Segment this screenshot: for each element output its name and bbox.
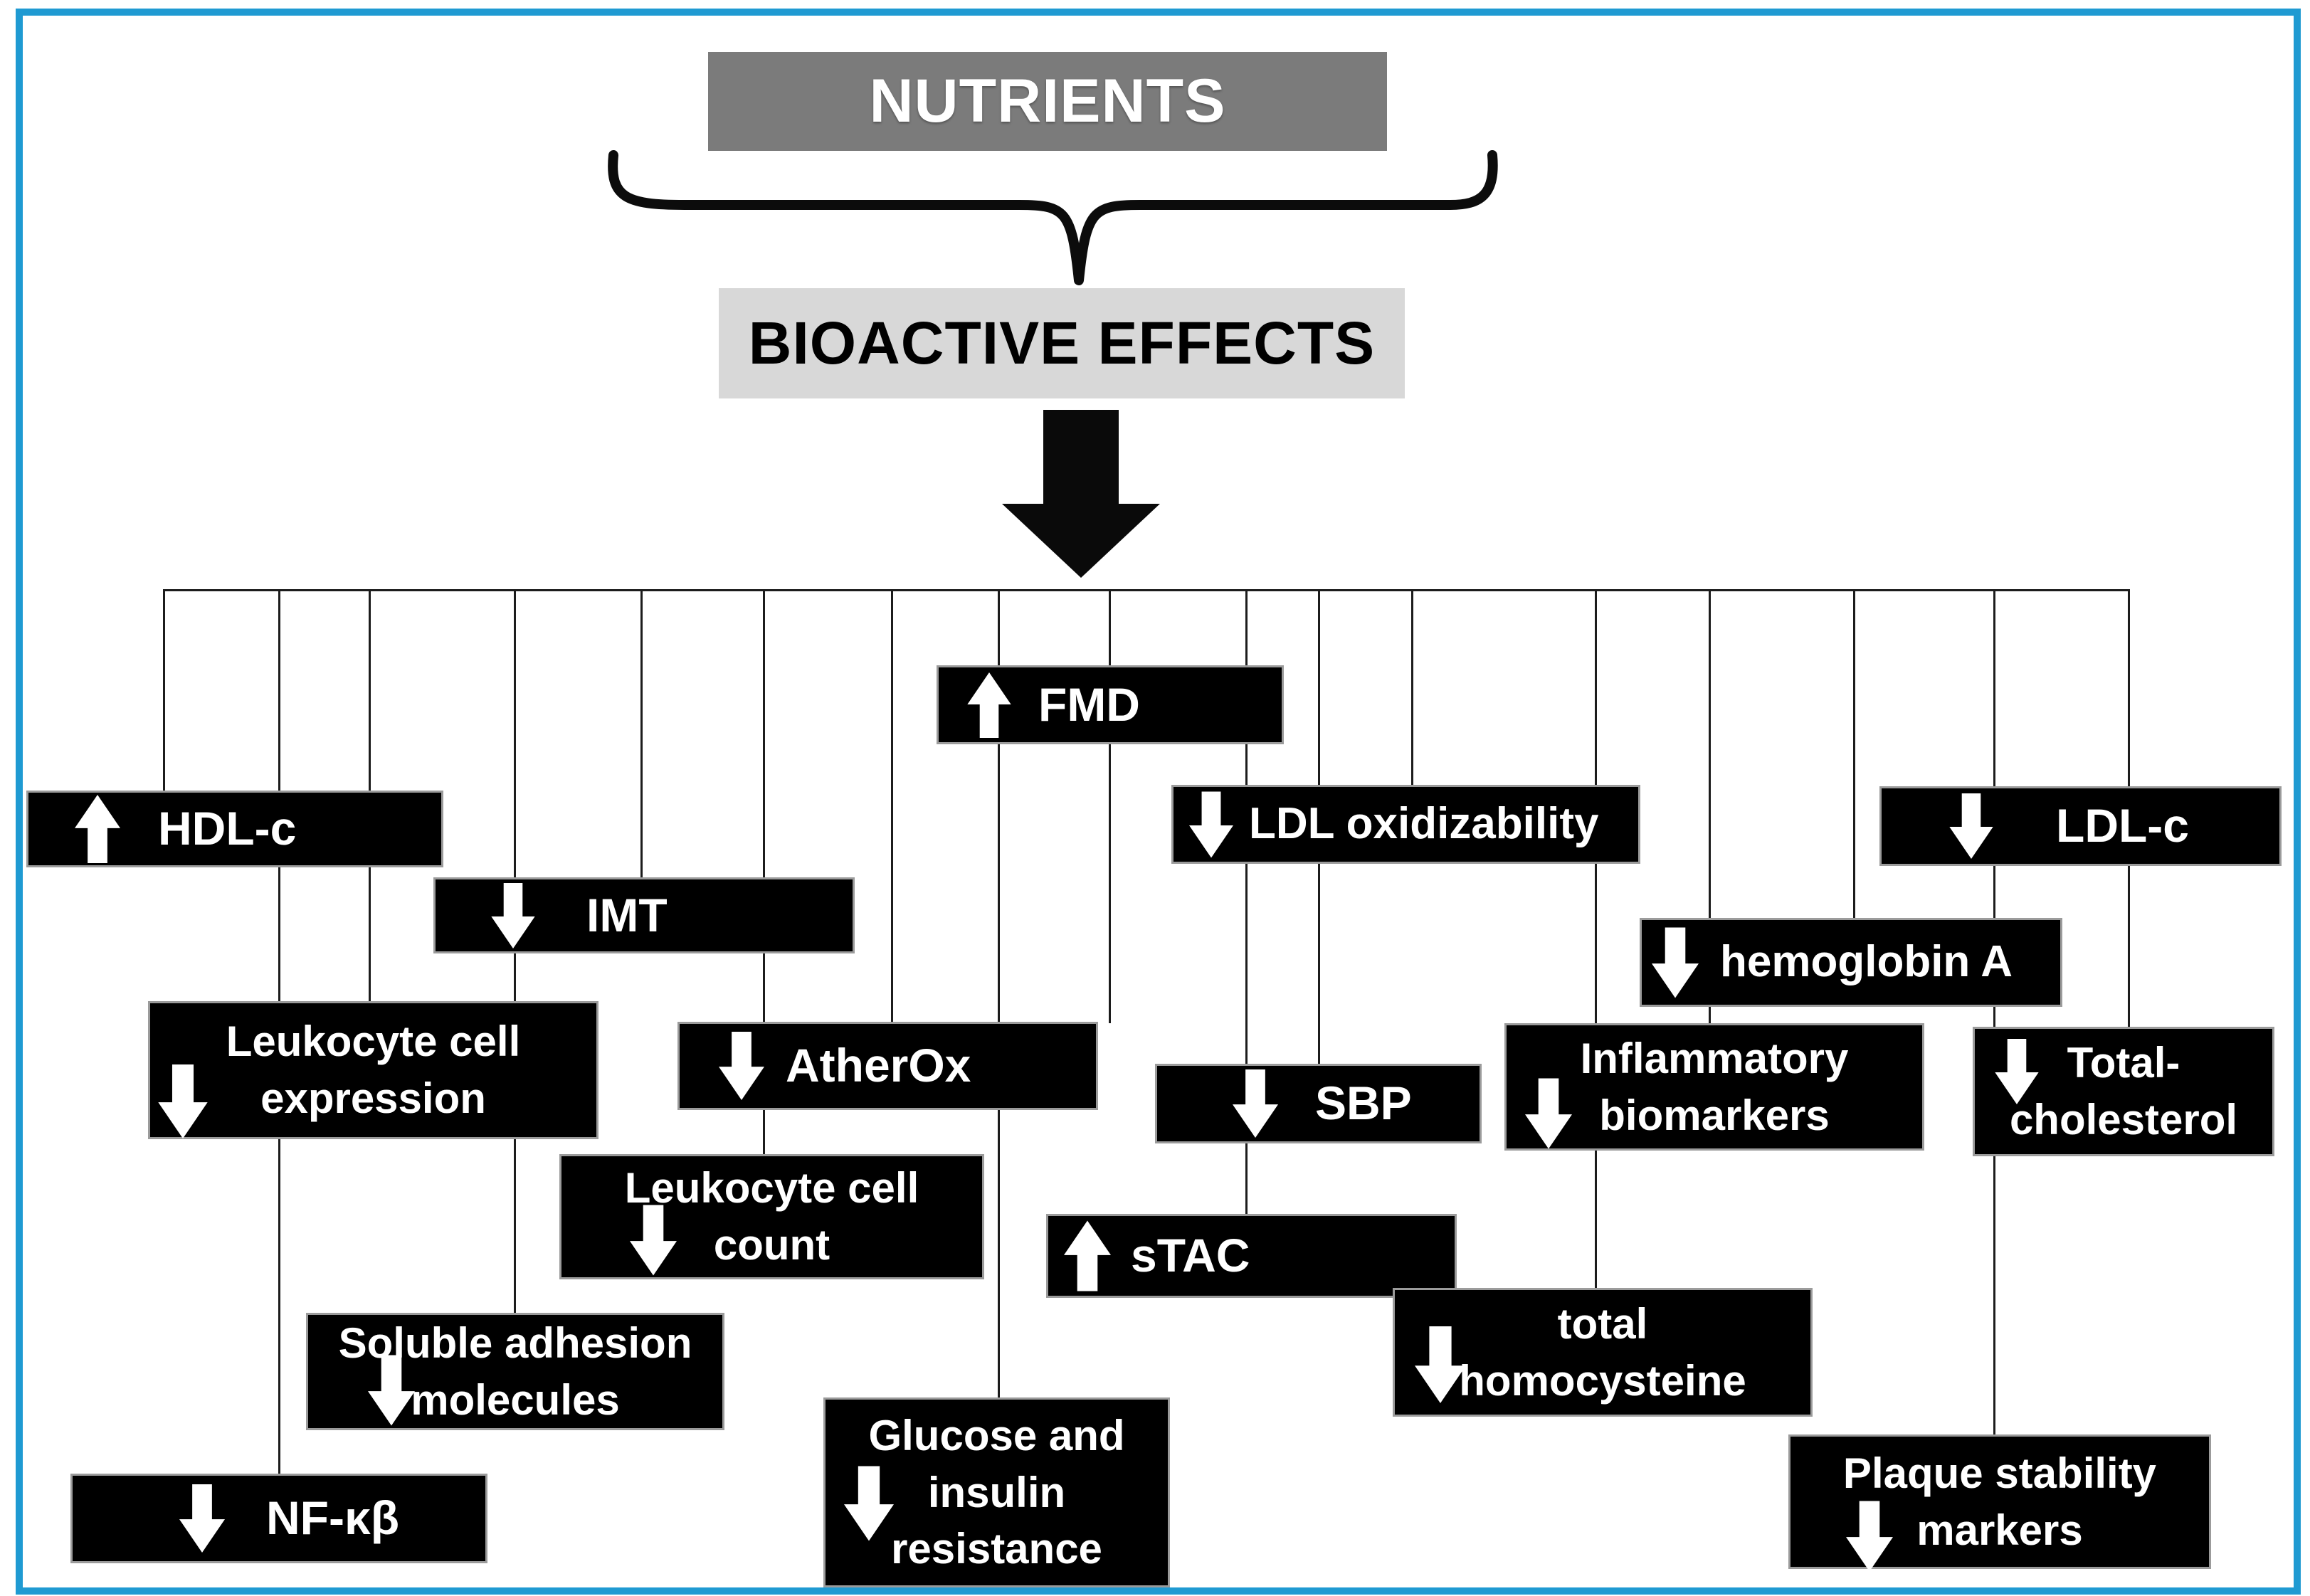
effect-label: HDL-c bbox=[158, 802, 297, 855]
effect-box-hemoglobin-a: hemoglobin A bbox=[1640, 918, 2062, 1007]
effect-label: FMD bbox=[1038, 677, 1140, 731]
up-arrow-icon bbox=[967, 672, 1011, 738]
connector-line bbox=[163, 589, 165, 792]
effect-box-imt: IMT bbox=[433, 877, 855, 953]
curly-brace-icon bbox=[608, 150, 1498, 285]
up-arrow-icon bbox=[1064, 1220, 1111, 1291]
connector-line bbox=[763, 589, 765, 1156]
down-arrow-icon bbox=[1415, 1326, 1466, 1403]
down-arrow-icon bbox=[368, 1355, 415, 1426]
effect-label: Total- cholesterol bbox=[2009, 1039, 2238, 1143]
effect-label: SBP bbox=[1315, 1077, 1412, 1130]
down-arrow-icon bbox=[179, 1484, 225, 1553]
distribution-line bbox=[163, 589, 2129, 591]
effect-label: IMT bbox=[586, 888, 668, 941]
bioactive-effects-box: BIOACTIVE EFFECTS bbox=[719, 288, 1405, 398]
down-arrow-icon bbox=[491, 882, 535, 948]
effect-box-leukocyte-cell-count: Leukocyte cell count bbox=[559, 1154, 984, 1279]
effect-label: NF-κβ bbox=[266, 1491, 400, 1545]
connector-line bbox=[1411, 589, 1413, 787]
down-arrow-icon bbox=[1233, 1069, 1278, 1138]
effect-box-ldl-c: LDL-c bbox=[1879, 786, 2282, 866]
down-arrow-icon bbox=[1995, 1039, 2039, 1104]
down-arrow-icon bbox=[1652, 927, 1699, 998]
effect-label: Plaque stability markers bbox=[1842, 1449, 2157, 1554]
effect-box-ldl-oxidizability: LDL oxidizability bbox=[1171, 785, 1640, 864]
down-arrow-icon bbox=[1525, 1078, 1572, 1149]
effect-box-fmd: FMD bbox=[937, 665, 1284, 744]
down-arrow-icon bbox=[1949, 793, 1993, 859]
connector-line bbox=[1245, 589, 1248, 1215]
effect-box-atherox: AtherOx bbox=[677, 1022, 1098, 1110]
effect-label: Soluble adhesion molecules bbox=[338, 1318, 692, 1424]
down-arrow-icon bbox=[719, 1032, 764, 1100]
connector-line bbox=[1709, 589, 1711, 1025]
effect-box-total-homocysteine: total homocysteine bbox=[1393, 1288, 1813, 1417]
effect-label: total homocysteine bbox=[1459, 1299, 1746, 1405]
connector-line bbox=[891, 589, 893, 1023]
effect-label: hemoglobin A bbox=[1720, 937, 2013, 987]
effect-box-sbp: SBP bbox=[1155, 1064, 1482, 1143]
effect-label: LDL oxidizability bbox=[1249, 799, 1599, 849]
effect-label: Glucose and insulin resistance bbox=[868, 1411, 1125, 1573]
nutrients-label: NUTRIENTS bbox=[869, 67, 1226, 135]
effect-label: sTAC bbox=[1131, 1229, 1250, 1282]
connector-line bbox=[1595, 589, 1597, 1290]
down-arrow-icon bbox=[158, 1064, 208, 1138]
connector-line bbox=[1853, 589, 1855, 920]
effect-box-leukocyte-cell-expression: Leukocyte cell expression bbox=[148, 1001, 598, 1139]
effect-box-stac: sTAC bbox=[1046, 1214, 1457, 1298]
outer-border bbox=[16, 9, 2301, 1595]
effect-box-nf-kb: NF-κβ bbox=[70, 1474, 487, 1563]
effect-box-inflammatory-biomarkers: Inflammatory biomarkers bbox=[1504, 1023, 1924, 1151]
connector-line bbox=[1993, 589, 1995, 1436]
effect-box-total-cholesterol: Total- cholesterol bbox=[1973, 1027, 2274, 1156]
connector-line bbox=[998, 589, 1000, 1399]
down-arrow-icon bbox=[1189, 791, 1233, 857]
effect-label: Leukocyte cell expression bbox=[226, 1018, 521, 1122]
connector-line bbox=[640, 589, 643, 879]
up-arrow-icon bbox=[75, 795, 120, 863]
effect-label: Leukocyte cell count bbox=[624, 1164, 919, 1269]
nutrients-box: NUTRIENTS bbox=[708, 52, 1387, 151]
bioactive-effects-label: BIOACTIVE EFFECTS bbox=[748, 310, 1376, 376]
down-arrow-icon bbox=[630, 1205, 677, 1276]
effect-label: Inflammatory biomarkers bbox=[1580, 1034, 1849, 1139]
down-flow-arrow-icon bbox=[1002, 410, 1160, 578]
down-arrow-icon bbox=[1846, 1501, 1893, 1572]
effect-label: LDL-c bbox=[2056, 799, 2189, 852]
effect-box-plaque-stability-markers: Plaque stability markers bbox=[1788, 1434, 2211, 1572]
effect-box-hdl-c: HDL-c bbox=[26, 791, 443, 867]
connector-line bbox=[1109, 589, 1111, 1023]
effect-label: AtherOx bbox=[786, 1039, 971, 1092]
down-arrow-icon bbox=[844, 1466, 894, 1541]
effect-box-soluble-adhesion-molecules: Soluble adhesion molecules bbox=[306, 1313, 724, 1430]
effect-box-glucose-insulin-resistance: Glucose and insulin resistance bbox=[823, 1397, 1170, 1587]
